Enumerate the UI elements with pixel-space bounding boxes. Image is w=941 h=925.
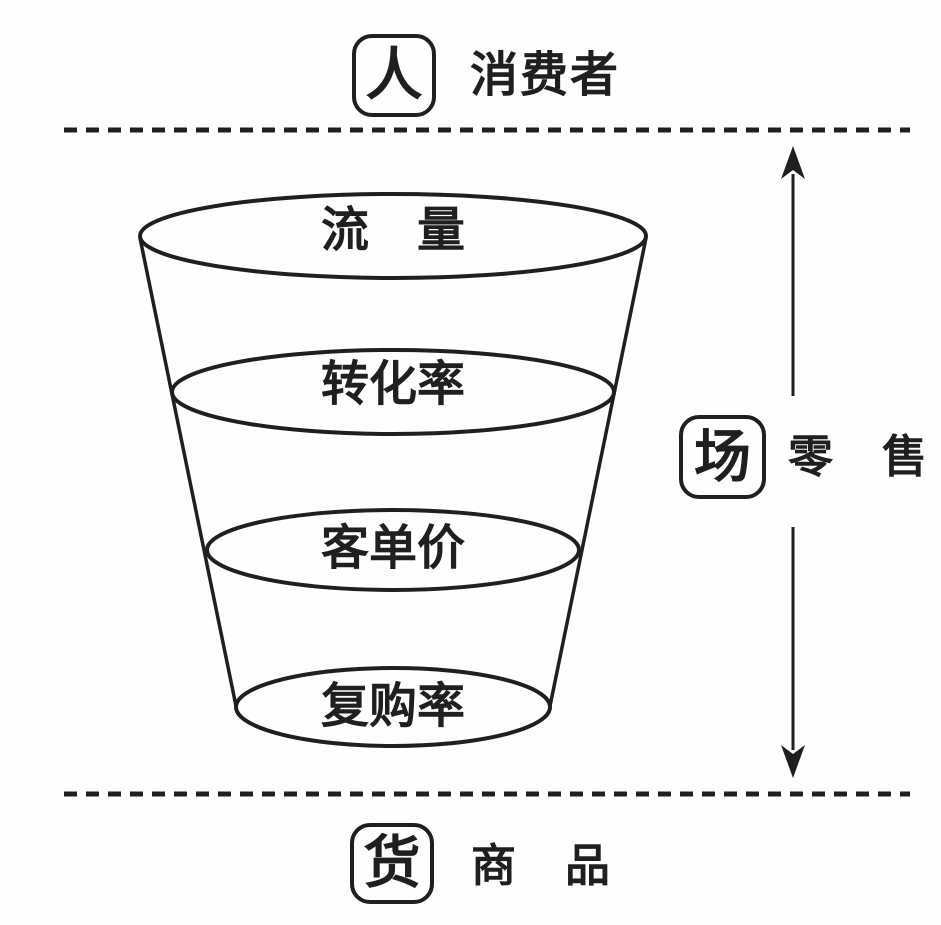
goods-badge: 货	[350, 823, 434, 904]
arrow-down-head-icon	[781, 745, 805, 778]
place-badge-glyph: 场	[694, 424, 751, 489]
retail-label: 零 售	[788, 431, 930, 482]
funnel-level-label-conversion: 转化率	[320, 358, 465, 411]
funnel-rim-order-value	[205, 508, 581, 592]
funnel-level-label-order-value: 客单价	[320, 522, 465, 575]
arrow-up-head-icon	[781, 146, 805, 179]
funnel-side-left	[138, 237, 238, 707]
funnel-level-label-traffic: 流 量	[320, 204, 465, 257]
place-badge: 场	[679, 415, 766, 499]
funnel-rim-conversion	[170, 348, 616, 436]
merchandise-label: 商 品	[471, 840, 613, 891]
funnel-level-label-repurchase: 复购率	[320, 680, 465, 733]
person-badge: 人	[352, 34, 436, 117]
funnel-rim-traffic	[138, 192, 648, 280]
funnel-rim-repurchase	[234, 666, 552, 748]
funnel-side-right	[548, 237, 648, 707]
goods-badge-glyph: 货	[363, 831, 421, 895]
person-badge-glyph: 人	[365, 43, 423, 107]
consumer-label: 消费者	[470, 49, 621, 102]
